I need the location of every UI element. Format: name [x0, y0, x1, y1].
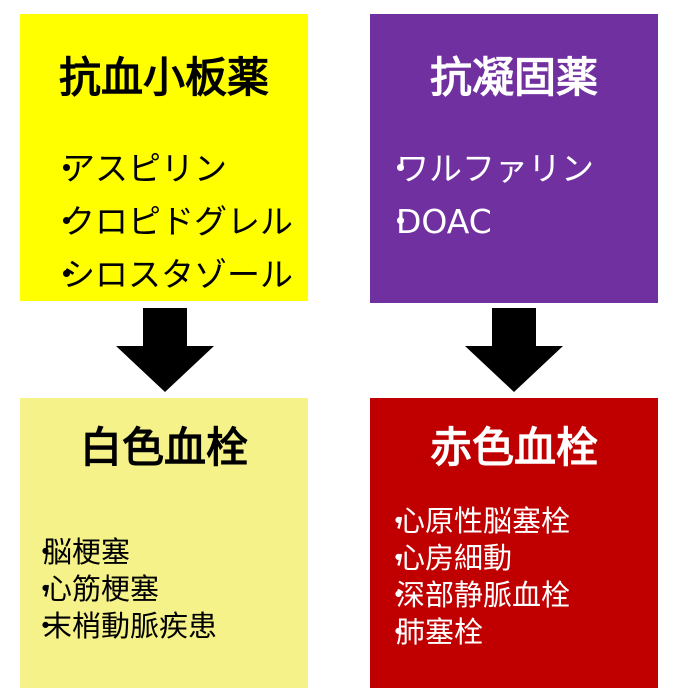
bullet-icon: ・ [50, 255, 83, 294]
bullet-icon: ・ [384, 578, 414, 612]
antiplatelet-list: ・アスピリン ・クロピドグレル ・シロスタゾール [50, 142, 293, 301]
list-item: ・心原性脳塞栓 [384, 504, 571, 538]
red-thrombus-title: 赤色血栓 [429, 423, 598, 472]
list-item: ・DOAC [384, 195, 594, 248]
list-item: ・クロピドグレル [50, 195, 293, 248]
down-arrow-shape [465, 308, 563, 392]
bullet-icon: ・ [384, 615, 414, 649]
bullet-icon: ・ [50, 149, 83, 188]
list-item: ・ワルファリン [384, 142, 594, 195]
bullet-icon: ・ [384, 202, 417, 241]
bullet-icon: ・ [384, 504, 414, 538]
white-thrombus-title: 白色血栓 [79, 423, 248, 472]
red-thrombus-box: 赤色血栓 ・心原性脳塞栓 ・心房細動 ・深部静脈血栓 ・肺塞栓 [370, 398, 658, 688]
antiplatelet-box: 抗血小板薬 ・アスピリン ・クロピドグレル ・シロスタゾール [20, 14, 308, 301]
list-item: ・深部静脈血栓 [384, 578, 571, 612]
down-arrow-icon [465, 308, 563, 392]
bullet-icon: ・ [31, 572, 61, 606]
down-arrow-shape [116, 308, 214, 392]
red-thrombus-list: ・心原性脳塞栓 ・心房細動 ・深部静脈血栓 ・肺塞栓 [384, 503, 570, 651]
anticoagulant-list: ・ワルファリン ・DOAC [384, 142, 594, 248]
bullet-icon: ・ [50, 202, 83, 241]
white-thrombus-list: ・脳梗塞 ・心筋梗塞 ・末梢動脈疾患 [31, 534, 217, 645]
list-item: ・末梢動脈疾患 [31, 609, 218, 643]
bullet-icon: ・ [384, 541, 414, 575]
white-thrombus-box: 白色血栓 ・脳梗塞 ・心筋梗塞 ・末梢動脈疾患 [20, 398, 308, 688]
list-item: ・アスピリン [50, 142, 293, 195]
bullet-icon: ・ [31, 609, 61, 643]
anticoagulant-box: 抗凝固薬 ・ワルファリン ・DOAC [370, 14, 658, 303]
anticoagulant-title: 抗凝固薬 [429, 53, 598, 102]
list-item: ・シロスタゾール [50, 248, 293, 301]
antiplatelet-title: 抗血小板薬 [58, 53, 269, 102]
list-item: ・心房細動 [384, 541, 513, 575]
list-item: ・心筋梗塞 [31, 572, 160, 606]
list-item: ・肺塞栓 [384, 615, 484, 649]
bullet-icon: ・ [384, 149, 417, 188]
list-item: ・脳梗塞 [31, 535, 131, 569]
bullet-icon: ・ [31, 535, 61, 569]
down-arrow-icon [116, 308, 214, 392]
